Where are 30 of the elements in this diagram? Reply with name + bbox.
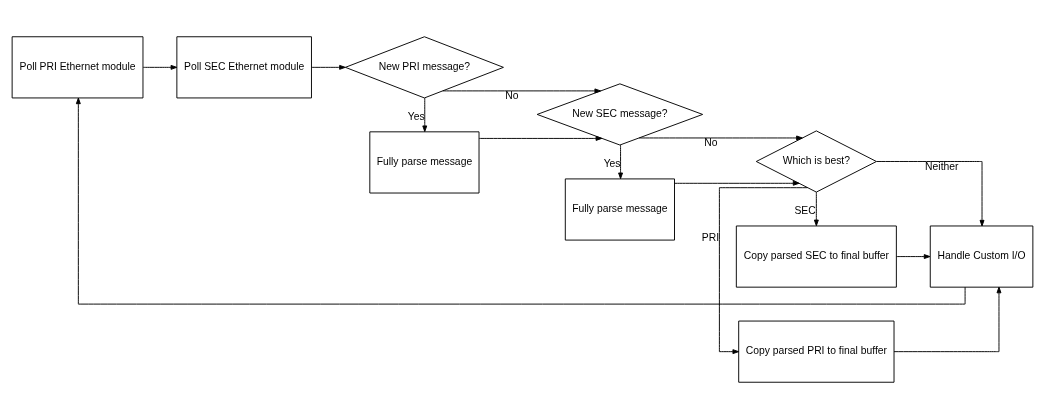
node-box: Copy parsed SEC to final buffer	[735, 225, 897, 288]
arrow	[618, 144, 623, 180]
arrow	[311, 64, 346, 70]
edge-label: No	[704, 137, 718, 149]
arrow	[674, 180, 800, 186]
arrow	[422, 97, 428, 133]
node-box: Copy parsed PRI to final buffer	[738, 320, 895, 383]
arrow	[638, 135, 803, 141]
node-diamond: Which is best?	[755, 130, 877, 193]
node-box: Poll PRI Ethernet module	[11, 36, 144, 99]
edge-label: Yes	[603, 158, 621, 170]
edge-label: SEC	[794, 205, 816, 217]
arrow	[442, 88, 602, 94]
arrow	[718, 187, 808, 355]
node-box: Poll SEC Ethernet module	[176, 36, 312, 99]
node-box: Handle Custom I/O	[929, 225, 1034, 288]
arrow	[75, 97, 966, 305]
arrow	[896, 254, 931, 259]
node-diamond: New SEC message?	[536, 83, 704, 146]
arrow	[893, 286, 1002, 353]
edge-label: Neither	[925, 160, 959, 172]
edge-label: PRI	[701, 231, 720, 243]
edge-label: No	[505, 90, 519, 102]
arrow	[876, 161, 985, 227]
arrow	[142, 64, 178, 70]
node-diamond: New PRI message?	[344, 36, 504, 99]
arrow	[813, 191, 819, 227]
node-box: Fully parse message	[564, 178, 675, 241]
node-box: Fully parse message	[369, 131, 480, 194]
arrow	[478, 136, 603, 141]
